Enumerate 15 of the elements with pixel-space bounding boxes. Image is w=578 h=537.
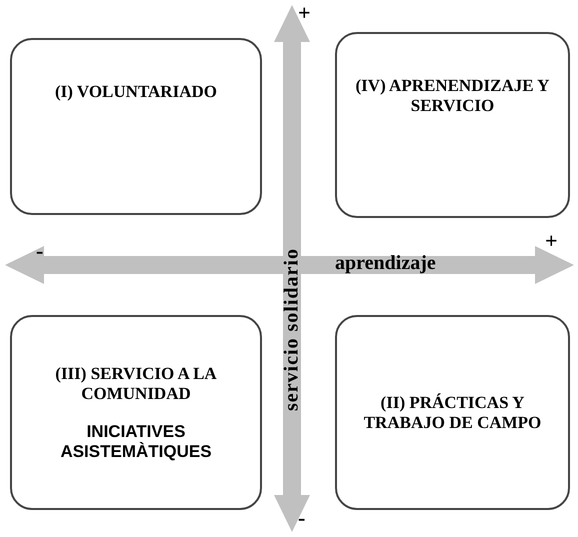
box-subtitle: INICIATIVES ASISTEMÀTIQUES (59, 422, 213, 462)
box-title: (II) PRÁCTICAS Y TRABAJO DE CAMPO (362, 392, 542, 432)
minus-sign: - (298, 505, 306, 531)
box-title: (IV) APRENENDIZAJE Y SERVICIO (354, 76, 550, 116)
quadrant-box (10, 315, 262, 510)
quadrant-box (335, 315, 570, 510)
axis-label: aprendizaje (335, 252, 436, 275)
plus-sign: + (545, 228, 558, 254)
axis-label: servicio solidario (280, 247, 304, 413)
quadrant-box (10, 38, 262, 215)
minus-sign: - (36, 238, 44, 264)
box-title: (III) SERVICIO A LA COMUNIDAD (54, 364, 218, 404)
plus-sign: + (298, 0, 311, 26)
quadrant-box (335, 32, 570, 218)
box-title: (I) VOLUNTARIADO (55, 82, 217, 102)
